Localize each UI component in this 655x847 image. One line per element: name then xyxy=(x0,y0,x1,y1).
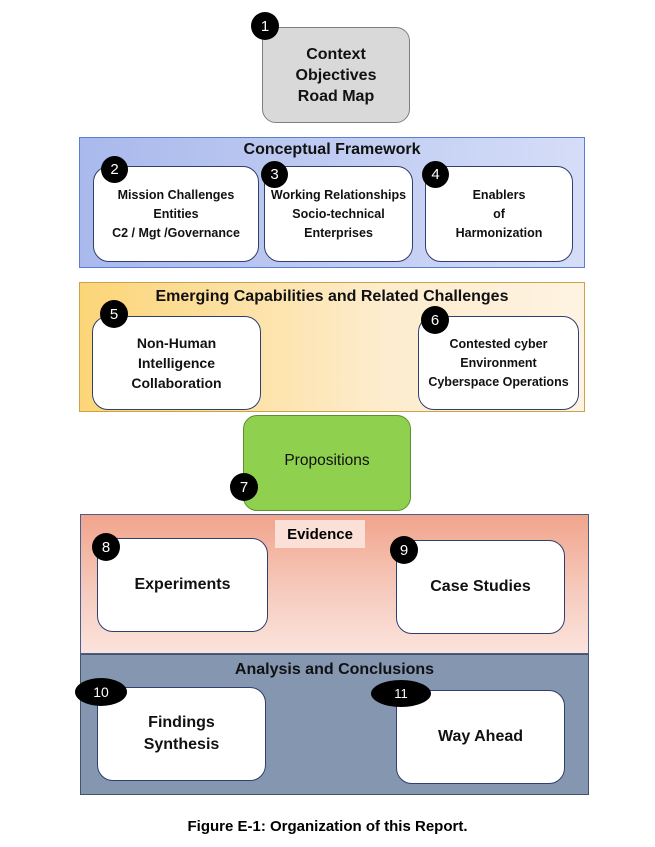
evidence-title-label: Evidence xyxy=(275,520,365,548)
mission-line-2: Entities xyxy=(153,206,199,221)
number-badge-6: 6 xyxy=(421,306,449,334)
enablers-line-1: Enablers xyxy=(472,187,526,202)
enablers-line-3: Harmonization xyxy=(455,225,543,240)
context-line-2: Objectives xyxy=(295,66,377,84)
propositions-box: Propositions xyxy=(243,415,411,511)
number-badge-7: 7 xyxy=(230,473,258,501)
enablers-box: Enablers of Harmonization xyxy=(425,166,573,262)
emerging-capabilities-title: Emerging Capabilities and Related Challe… xyxy=(155,288,509,305)
findings-line-2: Synthesis xyxy=(143,736,220,753)
working-line-3: Enterprises xyxy=(304,225,373,240)
number-badge-2: 2 xyxy=(101,156,128,183)
evidence-title: Evidence xyxy=(287,525,353,543)
number-badge-3: 3 xyxy=(261,161,288,188)
figure-caption: Figure E-1: Organization of this Report. xyxy=(187,818,468,835)
number-badge-1: 1 xyxy=(251,12,279,40)
working-relationships-box: Working Relationships Socio-technical En… xyxy=(264,166,413,262)
mission-line-1: Mission Challenges xyxy=(117,187,235,202)
working-line-1: Working Relationships xyxy=(270,187,407,202)
non-human-line-1: Non-Human xyxy=(136,335,217,351)
number-badge-9: 9 xyxy=(390,536,418,564)
contested-line-3: Cyberspace Operations xyxy=(428,374,569,389)
findings-synthesis-box: Findings Synthesis xyxy=(97,687,266,781)
case-studies-box: Case Studies xyxy=(396,540,565,634)
contested-line-1: Contested cyber xyxy=(449,336,548,351)
non-human-line-2: Intelligence xyxy=(137,355,216,371)
way-ahead-box: Way Ahead xyxy=(396,690,565,784)
enablers-line-2: of xyxy=(493,206,505,221)
context-line-1: Context xyxy=(306,45,366,63)
number-badge-8: 8 xyxy=(92,533,120,561)
conceptual-framework-title: Conceptual Framework xyxy=(243,141,421,158)
non-human-intelligence-box: Non-Human Intelligence Collaboration xyxy=(92,316,261,410)
contested-cyber-box: Contested cyber Environment Cyberspace O… xyxy=(418,316,579,410)
contested-line-2: Environment xyxy=(460,355,537,370)
non-human-line-3: Collaboration xyxy=(131,375,222,391)
working-line-2: Socio-technical xyxy=(292,206,385,221)
number-badge-4: 4 xyxy=(422,161,449,188)
analysis-title: Analysis and Conclusions xyxy=(234,661,435,678)
mission-challenges-box: Mission Challenges Entities C2 / Mgt /Go… xyxy=(93,166,259,262)
context-box: Context Objectives Road Map xyxy=(262,27,410,123)
findings-line-1: Findings xyxy=(148,714,215,731)
propositions-label: Propositions xyxy=(284,452,370,469)
number-badge-11: 11 xyxy=(371,680,431,707)
number-badge-5: 5 xyxy=(100,300,128,328)
number-badge-10: 10 xyxy=(75,678,127,706)
mission-line-3: C2 / Mgt /Governance xyxy=(112,225,240,240)
context-line-3: Road Map xyxy=(297,87,375,105)
case-studies-label: Case Studies xyxy=(430,578,531,595)
experiments-label: Experiments xyxy=(134,576,231,593)
way-ahead-label: Way Ahead xyxy=(437,728,524,745)
experiments-box: Experiments xyxy=(97,538,268,632)
